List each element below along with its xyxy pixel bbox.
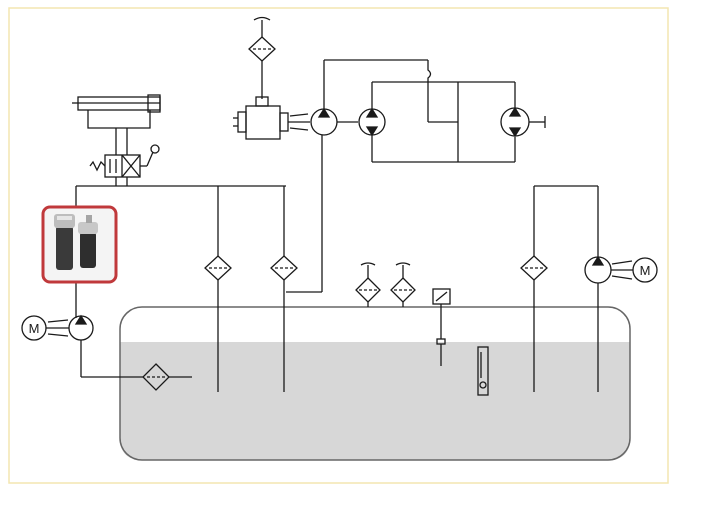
fluid-fill [120, 342, 630, 460]
filter-icon [248, 16, 276, 62]
filter-icon [520, 255, 548, 281]
hydraulic-motor-icon [500, 106, 546, 138]
motor-label: M [640, 263, 651, 278]
filter-icon [355, 262, 381, 307]
tank-outline [119, 306, 631, 461]
filter-icon [204, 255, 232, 281]
level-gauge-icon [477, 346, 489, 396]
filter-product-photo[interactable] [41, 205, 118, 284]
pump-icon [68, 314, 94, 341]
engine-icon [233, 96, 310, 140]
pump-icon [310, 107, 338, 136]
directional-valve-icon [89, 144, 160, 186]
frame-border [8, 7, 669, 484]
filter-icon [142, 363, 170, 391]
reservoir-tank [119, 306, 631, 461]
pressure-switch-icon [432, 288, 451, 366]
pump-icon [358, 107, 386, 137]
motor-label: M [29, 321, 40, 336]
pump-icon [584, 255, 612, 284]
electric-motor-icon [611, 257, 658, 283]
filter-icon [390, 262, 416, 307]
electric-motor-icon [21, 315, 69, 341]
hydraulic-cylinder-icon [72, 94, 161, 155]
filter-icon [270, 255, 298, 281]
